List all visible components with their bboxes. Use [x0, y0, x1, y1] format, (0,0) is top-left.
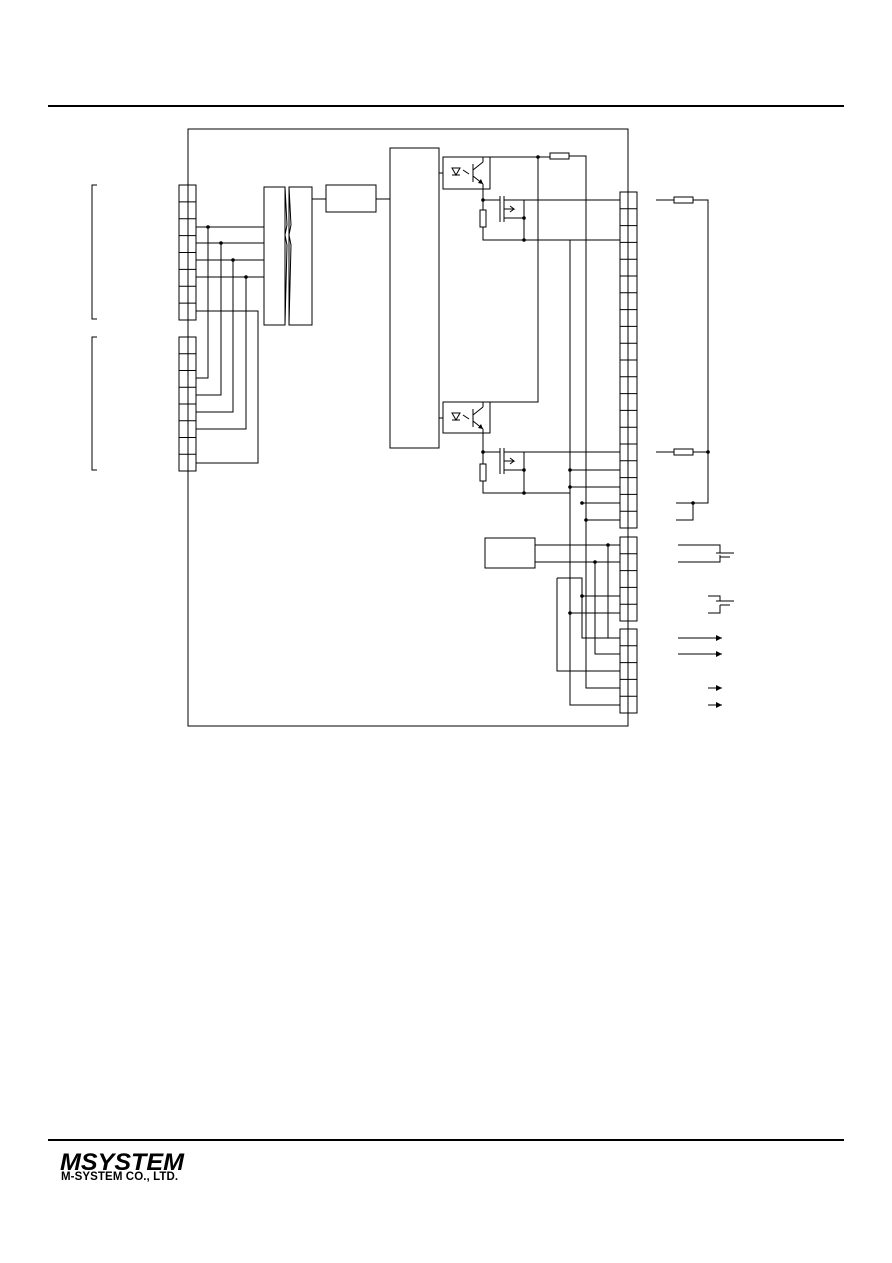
- resistor-gate-upper: [479, 209, 487, 228]
- bracket-upper: [91, 184, 97, 320]
- junction-dot: [606, 543, 610, 547]
- junction-dot: [522, 216, 526, 220]
- junction-dot: [691, 501, 695, 505]
- power-block: [484, 537, 536, 569]
- resistor-ext-upper: [673, 196, 694, 204]
- junction-dot: [584, 518, 588, 522]
- junction-dot: [522, 238, 526, 242]
- junction-dot: [580, 501, 584, 505]
- connector-b: [288, 186, 313, 326]
- connector-a: [263, 186, 286, 326]
- terminal-block-right-power: [619, 536, 638, 622]
- junction-dot: [522, 468, 526, 472]
- junction-dot: [481, 450, 485, 454]
- junction-dot: [568, 611, 572, 615]
- junction-dot: [231, 258, 235, 262]
- junction-dot: [522, 491, 526, 495]
- header-rule: [48, 105, 844, 107]
- small-block: [325, 184, 377, 213]
- junction-dot: [706, 450, 710, 454]
- junction-dot: [481, 198, 485, 202]
- processor-block: [389, 147, 440, 449]
- junction-dot: [244, 275, 248, 279]
- bracket-lower: [91, 336, 97, 471]
- junction-dot: [536, 155, 540, 159]
- junction-dot: [206, 225, 210, 229]
- footer-rule: [48, 1139, 844, 1141]
- resistor-top: [549, 152, 570, 160]
- resistor-gate-lower: [479, 463, 487, 482]
- junction-dot: [580, 594, 584, 598]
- logo-text: MSYSTEM: [60, 1150, 185, 1174]
- junction-dot: [219, 241, 223, 245]
- resistor-ext-lower: [673, 448, 694, 456]
- junction-dot: [568, 485, 572, 489]
- company-name: M-SYSTEM CO., LTD.: [61, 1171, 179, 1183]
- msystem-logo: MSYSTEM: [60, 1150, 185, 1174]
- connector-break: [284, 186, 288, 326]
- module-enclosure: [187, 128, 629, 727]
- junction-dot: [593, 560, 597, 564]
- junction-dot: [568, 468, 572, 472]
